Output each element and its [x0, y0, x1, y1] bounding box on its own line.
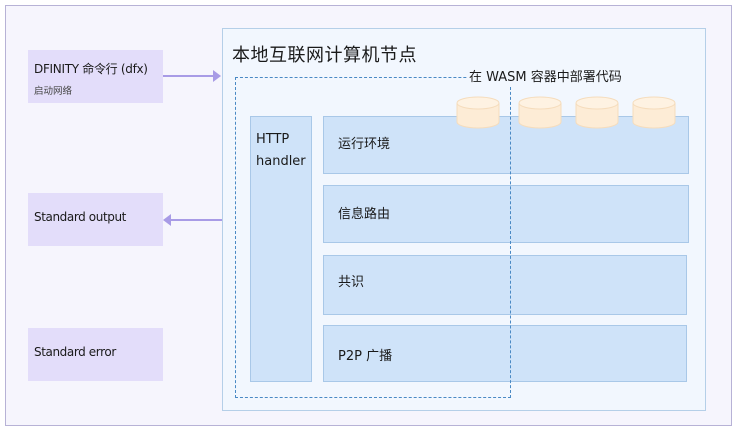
- layer-consensus: 共识: [323, 255, 687, 315]
- layer-p2p-label: P2P 广播: [338, 349, 393, 364]
- layer-consensus-label: 共识: [338, 275, 365, 290]
- standard-output-label: Standard output: [34, 210, 126, 224]
- http-handler-line2: handler: [256, 154, 306, 169]
- canister-cylinder-icon: [518, 96, 562, 129]
- wasm-container-label: 在 WASM 容器中部署代码: [467, 66, 624, 85]
- canister-cylinder-icon: [632, 96, 676, 129]
- layer-message-routing: 信息路由: [323, 185, 689, 243]
- standard-error-label: Standard error: [34, 345, 116, 359]
- layer-runtime-label: 运行环境: [338, 137, 391, 152]
- layer-p2p: P2P 广播: [323, 325, 687, 382]
- layer-runtime: 运行环境: [323, 116, 689, 174]
- standard-error-box: Standard error: [28, 328, 163, 381]
- http-handler-line1: HTTP: [256, 132, 290, 147]
- node-title: 本地互联网计算机节点: [232, 45, 417, 66]
- arrow-dfx-to-node: [163, 70, 221, 82]
- standard-output-box: Standard output: [28, 193, 163, 246]
- dfx-cli-box: DFINITY 命令行 (dfx) 启动网络: [28, 50, 163, 103]
- layer-message-routing-label: 信息路由: [338, 207, 391, 222]
- http-handler-label: HTTP handler: [256, 129, 306, 173]
- canister-cylinder-icon: [456, 96, 500, 129]
- canister-cylinder-icon: [575, 96, 619, 129]
- http-handler-box: HTTP handler: [250, 116, 312, 382]
- dfx-cli-subtitle: 启动网络: [34, 86, 73, 97]
- dfx-cli-title: DFINITY 命令行 (dfx): [34, 62, 148, 76]
- arrow-node-to-stdout: [163, 214, 222, 226]
